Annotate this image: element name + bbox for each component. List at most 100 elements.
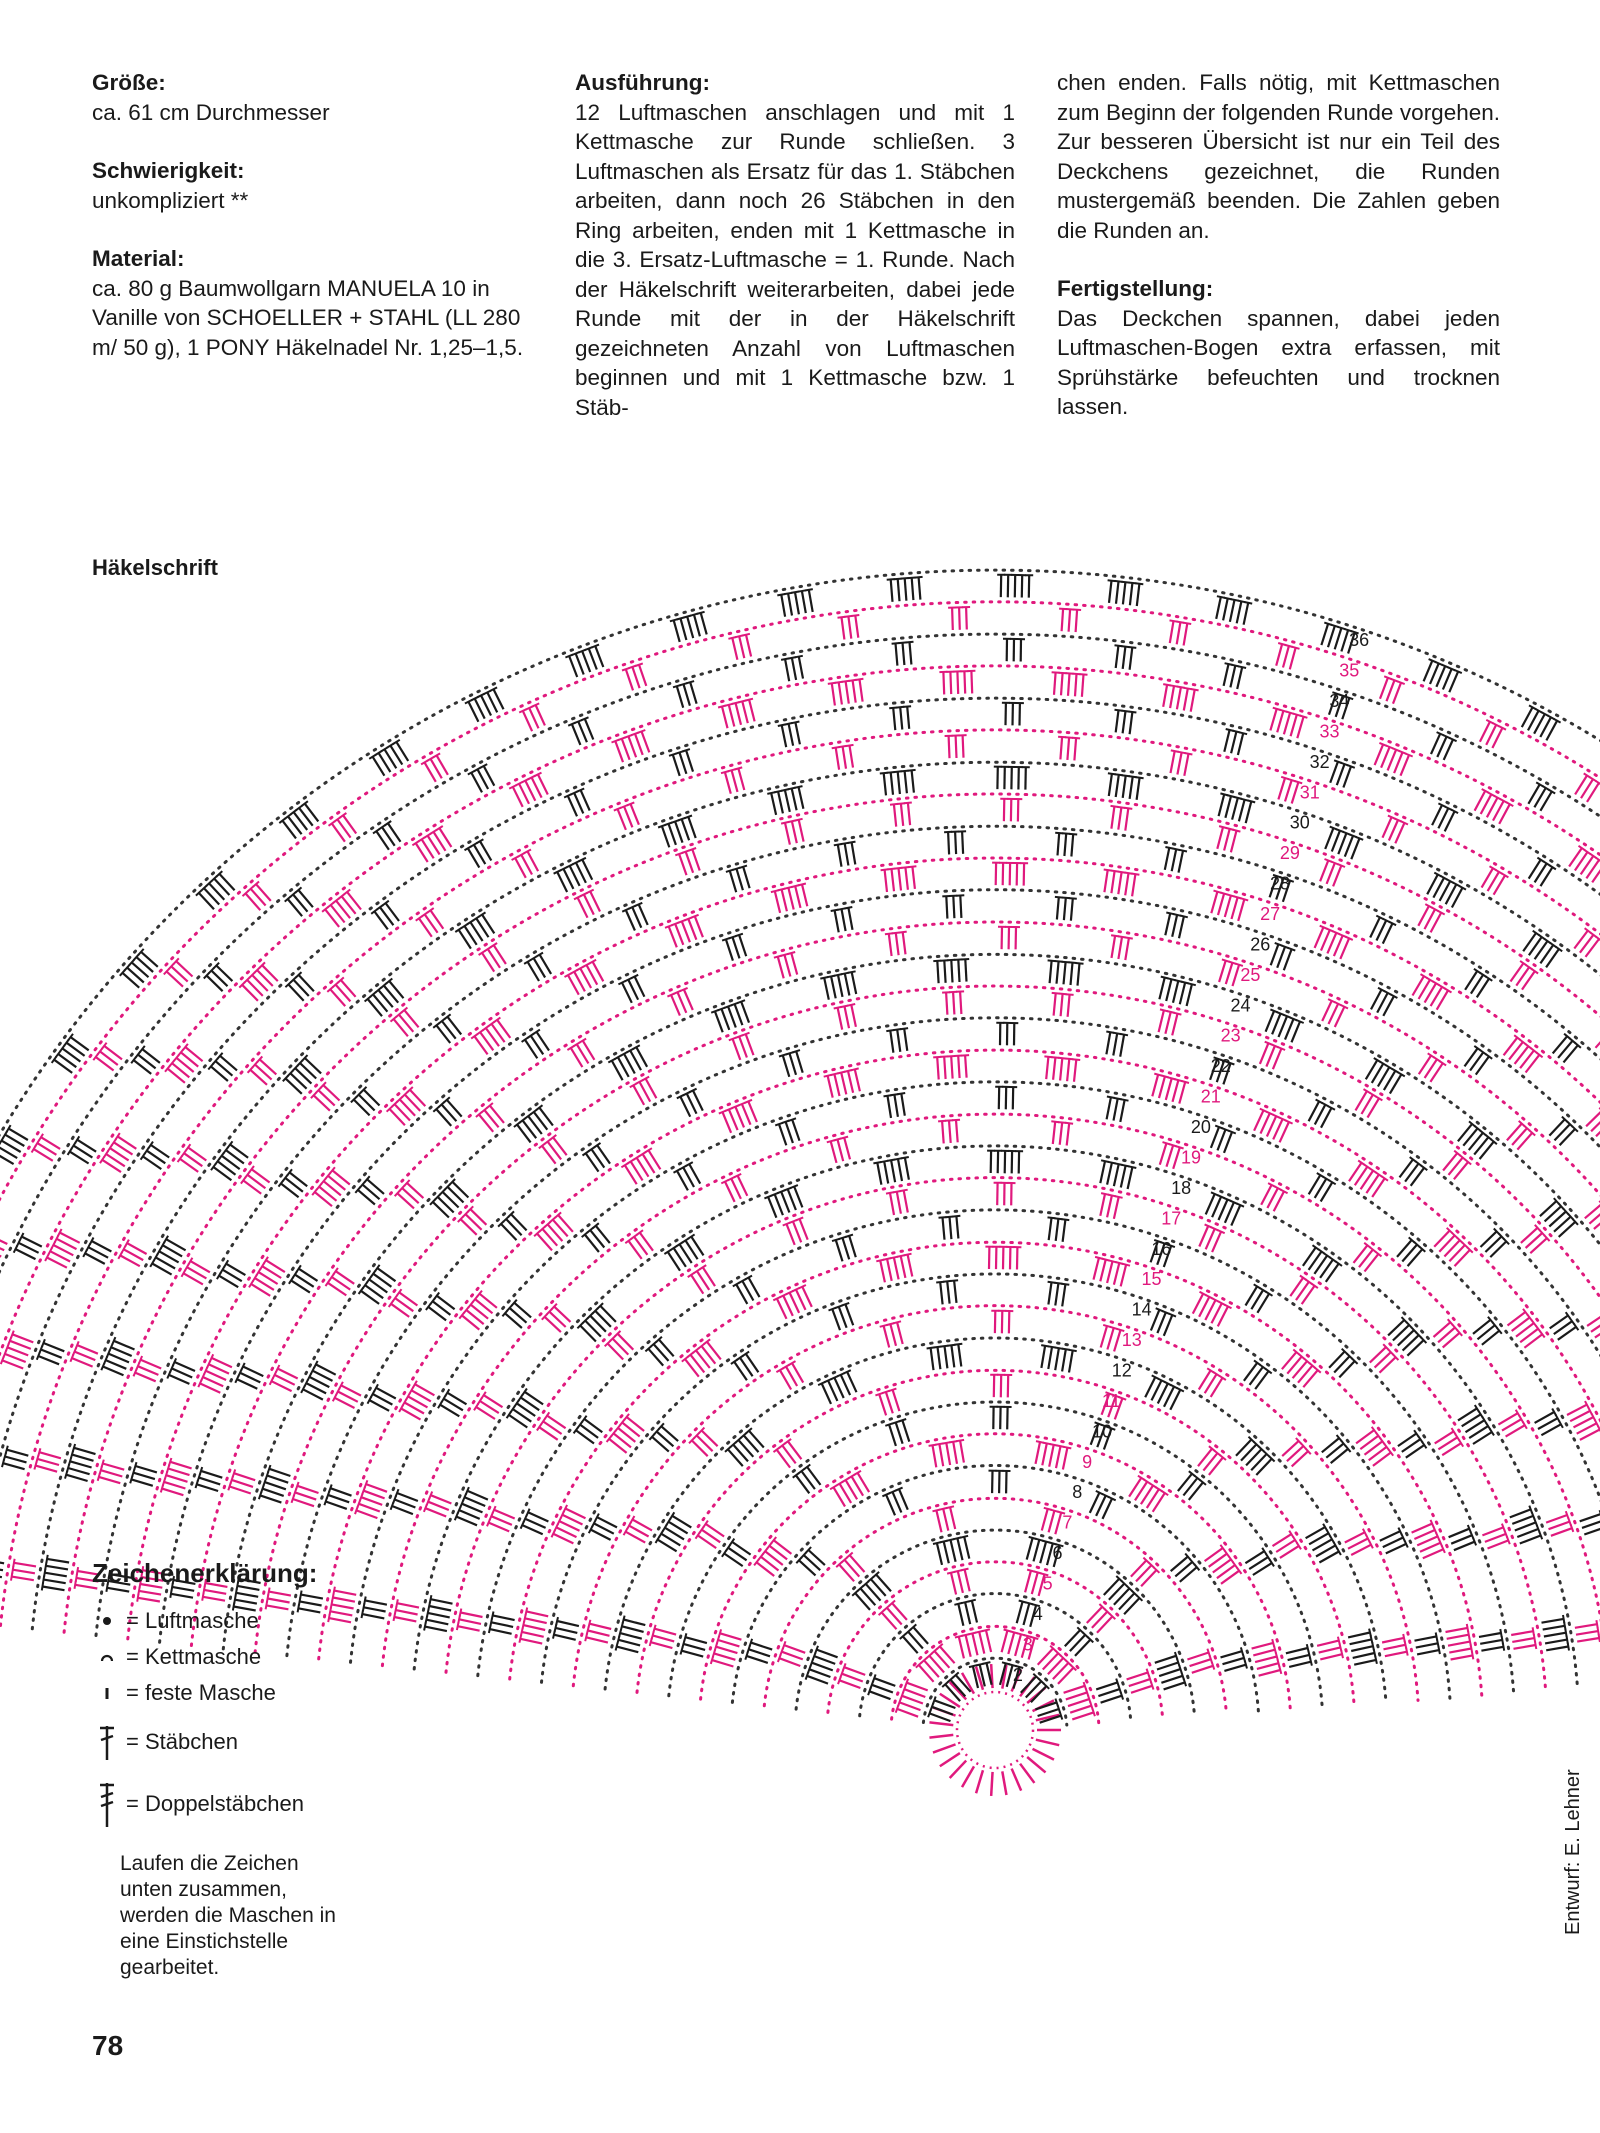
stitch-mark <box>1169 1144 1177 1146</box>
stitch-mark <box>1106 1032 1114 1033</box>
stitch-mark <box>172 1368 193 1377</box>
stitch-mark <box>47 1559 69 1563</box>
stitch-mark <box>790 1185 798 1188</box>
stitch-mark <box>1032 1573 1038 1595</box>
stitch-mark <box>1255 1657 1277 1663</box>
stitch-mark <box>728 1007 736 1028</box>
round-label: 15 <box>1142 1269 1162 1289</box>
stitch-mark <box>1274 1646 1276 1654</box>
stitch-mark <box>904 803 912 804</box>
stitch-mark <box>675 822 682 843</box>
stitch-mark <box>1221 1651 1243 1657</box>
stitch-mark <box>682 819 689 840</box>
stitch-mark <box>718 1008 726 1011</box>
stitch-mark <box>795 786 803 788</box>
stitch-mark <box>849 1236 856 1257</box>
stitch-mark <box>1078 963 1080 985</box>
stitch-mark <box>781 822 789 824</box>
chain-round <box>0 570 1600 1649</box>
stitch-mark <box>1048 960 1056 961</box>
stitch-mark <box>1115 581 1123 582</box>
stitch-mark <box>962 1766 974 1787</box>
stitch-mark <box>1055 833 1063 834</box>
round-label: 10 <box>1092 1421 1112 1441</box>
stitch-mark <box>791 885 799 887</box>
stitch-mark <box>682 749 690 751</box>
stitch-mark <box>1233 965 1240 986</box>
stitch-mark <box>791 953 797 975</box>
stitch-mark <box>897 1709 918 1717</box>
stitch-mark <box>885 1423 893 1426</box>
stitch-mark <box>746 635 751 657</box>
stitch-mark <box>1115 645 1123 646</box>
stitch-mark <box>890 1193 894 1215</box>
stitch-mark <box>1224 598 1232 600</box>
stitch-mark <box>489 1625 491 1633</box>
stitch-mark <box>739 866 747 868</box>
stitch-mark <box>1118 872 1121 894</box>
stitch-mark <box>1170 620 1178 621</box>
stitch-mark <box>822 1384 831 1404</box>
stitch-mark <box>525 1618 547 1623</box>
stitch-mark <box>1179 916 1184 938</box>
stitch-mark <box>1270 709 1276 731</box>
stitch-mark <box>426 1616 428 1624</box>
stitch-mark <box>785 955 791 977</box>
stitch-mark <box>41 1350 62 1358</box>
stitch-mark <box>796 1051 803 1072</box>
stitch-mark <box>1334 760 1342 763</box>
stitch-mark <box>983 1662 991 1664</box>
stitch-mark <box>791 592 799 593</box>
stitch-mark <box>1102 1259 1110 1261</box>
stitch-mark <box>788 657 796 659</box>
stitch-mark <box>775 1194 783 1215</box>
stitch-mark <box>1174 1013 1182 1015</box>
stitch-mark <box>843 1238 850 1259</box>
stitch-mark <box>198 1474 201 1482</box>
stitch-mark <box>899 642 907 643</box>
stitch-mark <box>1300 716 1308 718</box>
stitch-mark <box>904 1029 907 1051</box>
stitch-mark <box>1007 1665 1013 1687</box>
stitch-mark <box>958 1571 963 1593</box>
stitch-mark <box>1017 1602 1023 1624</box>
stitch-mark <box>1067 738 1069 760</box>
stitch-mark <box>1337 764 1345 785</box>
stitch-mark <box>795 886 800 908</box>
stitch-mark <box>968 1600 976 1602</box>
stitch-mark <box>848 842 856 843</box>
stitch-mark <box>1056 1219 1059 1241</box>
round-label: 21 <box>1201 1087 1221 1107</box>
stitch-mark <box>1160 1143 1167 1164</box>
stitch-mark <box>1103 1325 1111 1327</box>
stitch-mark <box>1122 1165 1130 1167</box>
stitch-mark <box>771 793 776 815</box>
stitch-mark <box>1165 847 1173 849</box>
stitch-mark <box>1176 622 1184 623</box>
stitch-mark <box>1118 1685 1121 1693</box>
stitch-mark <box>893 1390 900 1411</box>
stitch-mark <box>1218 1130 1226 1151</box>
stitch-mark <box>1179 850 1187 852</box>
stitch-mark <box>680 683 688 685</box>
stitch-mark <box>1479 1633 1501 1637</box>
stitch-mark <box>1122 711 1130 712</box>
stitch-mark <box>1341 630 1348 651</box>
stitch-mark <box>163 1478 165 1486</box>
stitch-mark <box>889 1389 897 1392</box>
stitch-mark <box>635 734 643 755</box>
stitch-mark <box>1107 1261 1112 1283</box>
stitch-mark <box>1113 1033 1117 1055</box>
stitch-mark <box>1071 963 1073 985</box>
stitch-mark <box>852 842 856 864</box>
stitch-mark <box>1272 1014 1280 1035</box>
stitch-mark <box>941 1346 949 1347</box>
round-label: 19 <box>1181 1148 1201 1168</box>
stitch-mark <box>884 773 886 795</box>
stitch-mark <box>933 1057 941 1058</box>
stitch-mark <box>792 821 797 843</box>
stitch-mark <box>900 1190 908 1191</box>
stitch-mark <box>836 1240 843 1261</box>
stitch-mark <box>947 1539 955 1541</box>
stitch-mark <box>785 887 793 889</box>
